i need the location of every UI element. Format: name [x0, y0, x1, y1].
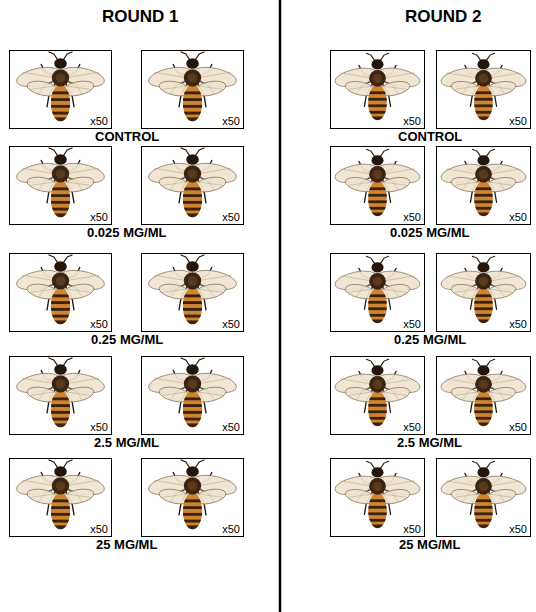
concentration-label: 0.025 MG/ML — [390, 226, 469, 241]
bee-box: x50 — [9, 253, 112, 332]
bee-box: x50 — [436, 356, 531, 435]
bee-box: x50 — [436, 253, 531, 332]
count-label: x50 — [403, 211, 421, 223]
count-label: x50 — [509, 211, 527, 223]
count-label: x50 — [403, 421, 421, 433]
bee-box: x50 — [436, 50, 531, 129]
bee-box: x50 — [9, 50, 112, 129]
concentration-label: 25 MG/ML — [96, 538, 157, 553]
count-label: x50 — [90, 211, 108, 223]
bee-box: x50 — [9, 146, 112, 225]
count-label: x50 — [222, 421, 240, 433]
count-label: x50 — [509, 421, 527, 433]
count-label: x50 — [403, 523, 421, 535]
bee-box: x50 — [141, 50, 244, 129]
bee-box: x50 — [141, 253, 244, 332]
count-label: x50 — [509, 523, 527, 535]
count-label: x50 — [90, 318, 108, 330]
bee-box: x50 — [9, 356, 112, 435]
round-heading: ROUND 1 — [102, 7, 179, 27]
count-label: x50 — [90, 523, 108, 535]
count-label: x50 — [403, 115, 421, 127]
bee-box: x50 — [330, 146, 425, 225]
bee-box: x50 — [436, 458, 531, 537]
count-label: x50 — [222, 523, 240, 535]
concentration-label: 2.5 MG/ML — [94, 436, 159, 451]
bee-box: x50 — [330, 356, 425, 435]
count-label: x50 — [509, 115, 527, 127]
concentration-label: 0.025 MG/ML — [87, 226, 166, 241]
count-label: x50 — [403, 318, 421, 330]
bee-box: x50 — [436, 146, 531, 225]
concentration-label: 0.25 MG/ML — [91, 333, 163, 348]
concentration-label: 0.25 MG/ML — [394, 333, 466, 348]
count-label: x50 — [90, 421, 108, 433]
bee-box: x50 — [330, 458, 425, 537]
bee-box: x50 — [141, 146, 244, 225]
bee-box: x50 — [9, 458, 112, 537]
count-label: x50 — [222, 211, 240, 223]
bee-box: x50 — [330, 253, 425, 332]
count-label: x50 — [222, 318, 240, 330]
bee-box: x50 — [330, 50, 425, 129]
concentration-label: 2.5 MG/ML — [397, 436, 462, 451]
bee-box: x50 — [141, 356, 244, 435]
concentration-label: 25 MG/ML — [399, 538, 460, 553]
count-label: x50 — [222, 115, 240, 127]
round-heading: ROUND 2 — [405, 7, 482, 27]
bee-box: x50 — [141, 458, 244, 537]
count-label: x50 — [90, 115, 108, 127]
count-label: x50 — [509, 318, 527, 330]
concentration-label: CONTROL — [398, 130, 462, 145]
concentration-label: CONTROL — [95, 130, 159, 145]
